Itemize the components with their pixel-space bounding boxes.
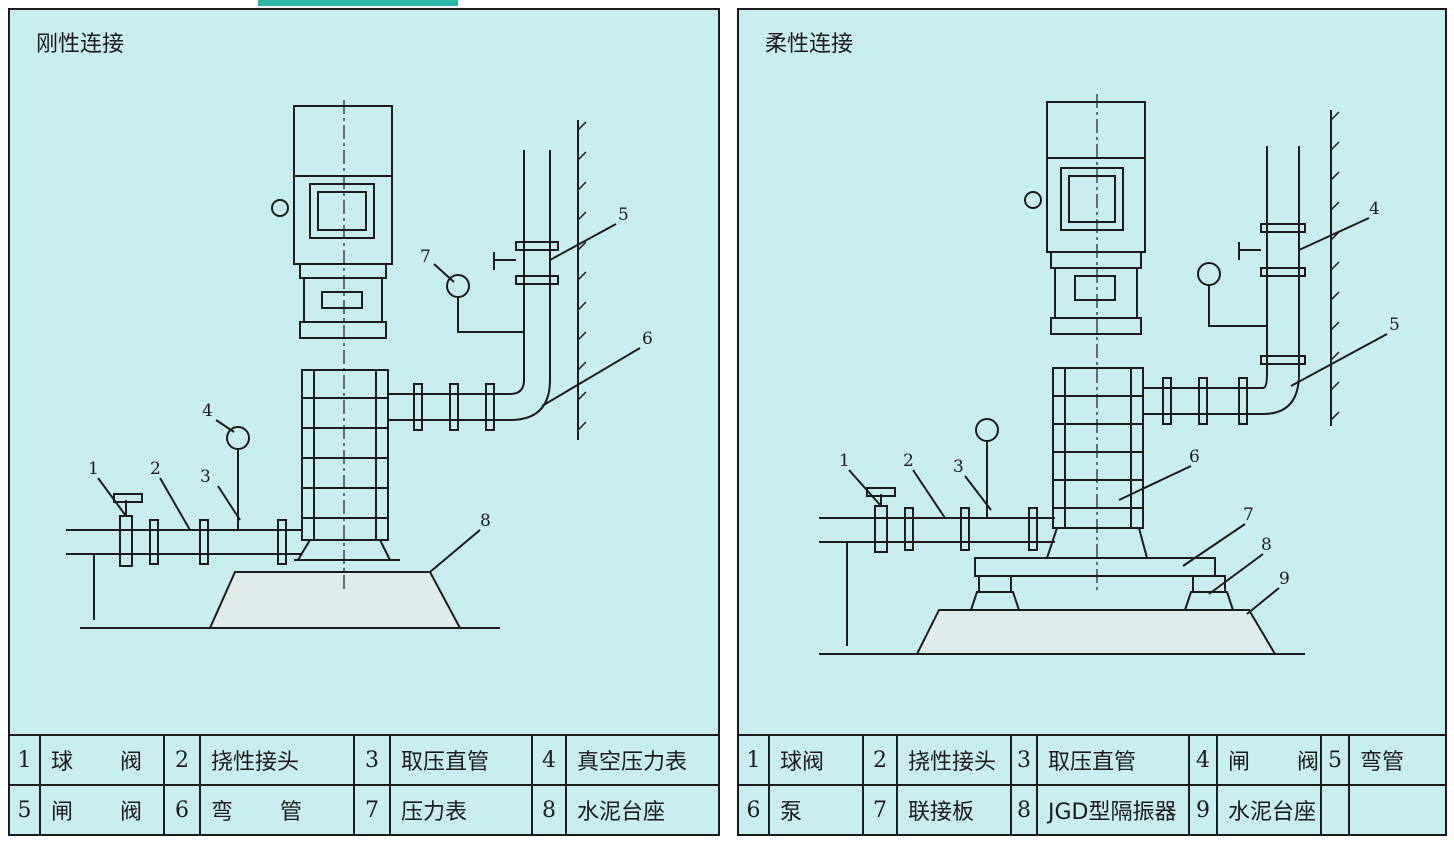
legend-label <box>1348 784 1445 834</box>
concrete-base <box>915 609 1277 655</box>
ball-valve-handle <box>113 493 143 503</box>
gate-valve-flange-top <box>515 241 559 251</box>
legend-label: 取压直管 <box>1036 734 1190 786</box>
legend-row: 1 球阀 2 挠性接头 3 取压直管 4 闸 阀 5 弯管 <box>739 734 1445 786</box>
legend-label: 压力表 <box>389 784 533 834</box>
legend-row: 5 闸 阀 6 弯 管 7 压力表 8 水泥台座 <box>10 784 718 834</box>
callout-8: 8 <box>1261 535 1272 555</box>
legend-num: 7 <box>862 784 898 834</box>
elbow-riser <box>509 150 551 421</box>
legend-num: 4 <box>1188 734 1218 786</box>
rigid-connection-drawing: 1 2 3 4 5 6 7 8 <box>66 100 653 629</box>
legend-num: 7 <box>353 784 391 834</box>
legend-label: 弯管 <box>1348 734 1445 786</box>
legend-num: 6 <box>739 784 770 834</box>
legend-label: 球阀 <box>768 734 864 786</box>
callout-5: 5 <box>1389 315 1400 335</box>
rigid-connection-panel: 刚性连接 <box>8 8 720 836</box>
legend-num: 1 <box>739 734 770 786</box>
legend-num: 4 <box>531 734 567 786</box>
lifting-eye <box>271 199 289 217</box>
legend-label: JGD型隔振器 <box>1036 784 1190 834</box>
callout-6: 6 <box>642 329 653 349</box>
legend-label: 球 阀 <box>39 734 165 786</box>
flexible-joint-flange <box>199 519 209 565</box>
callout-7: 7 <box>1243 505 1254 525</box>
ball-valve-body <box>119 515 133 567</box>
pressure-gauge <box>1197 262 1221 286</box>
coupling-window <box>321 291 363 309</box>
terminal-box <box>1060 167 1124 231</box>
top-accent-bar <box>258 0 458 6</box>
gate-valve-flange-bottom <box>515 275 559 285</box>
callout-4: 4 <box>202 401 213 421</box>
legend-num: 1 <box>10 734 41 786</box>
legend-label: 联接板 <box>896 784 1012 834</box>
legend-num: 6 <box>163 784 201 834</box>
concrete-base <box>208 571 462 629</box>
legend-num: 9 <box>1188 784 1218 834</box>
callout-7: 7 <box>420 247 431 267</box>
legend-num: 8 <box>1010 784 1038 834</box>
panel-title: 刚性连接 <box>36 32 125 57</box>
elbow-riser <box>1262 146 1300 415</box>
legend-label: 取压直管 <box>389 734 533 786</box>
motor-flange <box>299 263 387 279</box>
panel-title: 柔性连接 <box>765 32 854 57</box>
motor-top <box>1046 101 1146 159</box>
legend-table: 1 球阀 2 挠性接头 3 取压直管 4 闸 阀 5 弯管 6 泵 7 联接板 … <box>739 734 1445 834</box>
legend-row: 6 泵 7 联接板 8 JGD型隔振器 9 水泥台座 <box>739 784 1445 834</box>
legend-label: 真空压力表 <box>565 734 718 786</box>
isolator-right <box>1183 591 1235 611</box>
motor-top <box>293 105 393 177</box>
callout-4: 4 <box>1369 199 1380 219</box>
legend-label: 挠性接头 <box>199 734 355 786</box>
legend-label: 水泥台座 <box>565 784 718 834</box>
motor-body <box>293 175 393 265</box>
callout-2: 2 <box>150 459 161 479</box>
legend-num: 2 <box>163 734 201 786</box>
callout-6: 6 <box>1189 447 1200 467</box>
callout-1: 1 <box>839 451 850 471</box>
legend-label: 挠性接头 <box>896 734 1012 786</box>
callout-3: 3 <box>200 467 211 487</box>
vacuum-gauge <box>975 418 999 442</box>
legend-num: 3 <box>353 734 391 786</box>
legend-label: 泵 <box>768 784 864 834</box>
callout-2: 2 <box>903 451 914 471</box>
legend-label: 闸 阀 <box>39 784 165 834</box>
legend-num: 2 <box>862 734 898 786</box>
flexible-connection-panel: 柔性连接 <box>737 8 1447 836</box>
legend-num: 5 <box>1320 734 1350 786</box>
callout-3: 3 <box>953 457 964 477</box>
legend-num: 5 <box>10 784 41 834</box>
legend-num: 8 <box>531 784 567 834</box>
legend-row: 1 球 阀 2 挠性接头 3 取压直管 4 真空压力表 <box>10 734 718 786</box>
lifting-eye <box>1024 191 1042 209</box>
connecting-plate <box>974 557 1216 577</box>
coupling-housing <box>303 277 383 323</box>
callout-1: 1 <box>88 459 99 479</box>
callout-9: 9 <box>1279 569 1290 589</box>
callout-8: 8 <box>480 511 491 531</box>
terminal-box <box>309 183 375 239</box>
pump-casing <box>1052 367 1144 529</box>
legend-num <box>1320 784 1350 834</box>
legend-label: 闸 阀 <box>1216 734 1322 786</box>
isolator-left <box>969 591 1021 611</box>
pump-foot <box>1045 527 1149 559</box>
flexible-connection-drawing: 1 2 3 4 5 6 7 8 9 <box>819 94 1400 655</box>
terminal-box-inner <box>317 191 367 231</box>
callout-5: 5 <box>618 205 629 225</box>
legend-num: 3 <box>1010 734 1038 786</box>
pump-top-flange <box>299 321 387 339</box>
legend-label: 水泥台座 <box>1216 784 1322 834</box>
legend-label: 弯 管 <box>199 784 355 834</box>
legend-table: 1 球 阀 2 挠性接头 3 取压直管 4 真空压力表 5 闸 阀 6 弯 管 … <box>10 734 718 834</box>
